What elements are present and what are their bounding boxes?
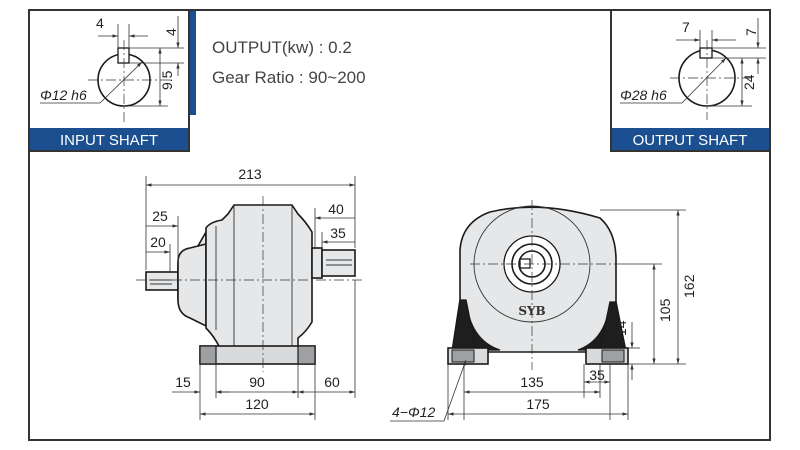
output-shaft-height: 24 bbox=[741, 74, 757, 90]
input-key-depth: 4 bbox=[163, 28, 179, 36]
output-shaft-detail bbox=[620, 18, 766, 120]
dim-input-25: 25 bbox=[152, 208, 168, 224]
output-shaft-title: OUTPUT SHAFT bbox=[633, 132, 748, 149]
dim-foot-60: 60 bbox=[324, 374, 340, 390]
mounting-holes-label: 4−Φ12 bbox=[392, 404, 435, 420]
output-shaft-banner bbox=[612, 128, 769, 150]
input-shaft-detail bbox=[40, 16, 184, 122]
dim-center-105: 105 bbox=[657, 298, 673, 322]
dim-height-162: 162 bbox=[681, 274, 697, 298]
drawing-frame bbox=[28, 9, 771, 441]
input-shaft-height: 9.5 bbox=[159, 70, 175, 90]
dim-overall-length: 213 bbox=[238, 166, 262, 182]
output-key-width: 7 bbox=[682, 19, 690, 35]
output-power-label: OUTPUT(kw) : 0.2 bbox=[212, 38, 352, 57]
input-shaft-title: INPUT SHAFT bbox=[60, 132, 158, 149]
dim-foot-14: 14 bbox=[613, 320, 629, 336]
input-shaft-panel bbox=[28, 9, 190, 152]
input-shaft-diameter: Φ12 h6 bbox=[40, 87, 87, 103]
accent-bar bbox=[190, 11, 196, 115]
dim-foot-15: 15 bbox=[175, 374, 191, 390]
brand-logo: SYB bbox=[518, 304, 545, 318]
side-view bbox=[136, 176, 365, 420]
output-key-depth: 7 bbox=[743, 28, 759, 36]
output-shaft-diameter: Φ28 h6 bbox=[620, 87, 667, 103]
dim-input-20: 20 bbox=[150, 234, 166, 250]
input-key-width: 4 bbox=[96, 15, 104, 31]
dim-foot-90: 90 bbox=[249, 374, 265, 390]
dim-foot-120: 120 bbox=[245, 396, 269, 412]
dim-output-40: 40 bbox=[328, 201, 344, 217]
front-view bbox=[390, 200, 686, 422]
input-shaft-banner bbox=[30, 128, 188, 150]
dim-foot-35: 35 bbox=[589, 367, 605, 383]
dim-foot-135: 135 bbox=[520, 374, 544, 390]
output-shaft-panel bbox=[610, 9, 771, 152]
dim-foot-175: 175 bbox=[526, 396, 550, 412]
gear-ratio-label: Gear Ratio : 90~200 bbox=[212, 68, 366, 87]
dim-output-35: 35 bbox=[330, 225, 346, 241]
